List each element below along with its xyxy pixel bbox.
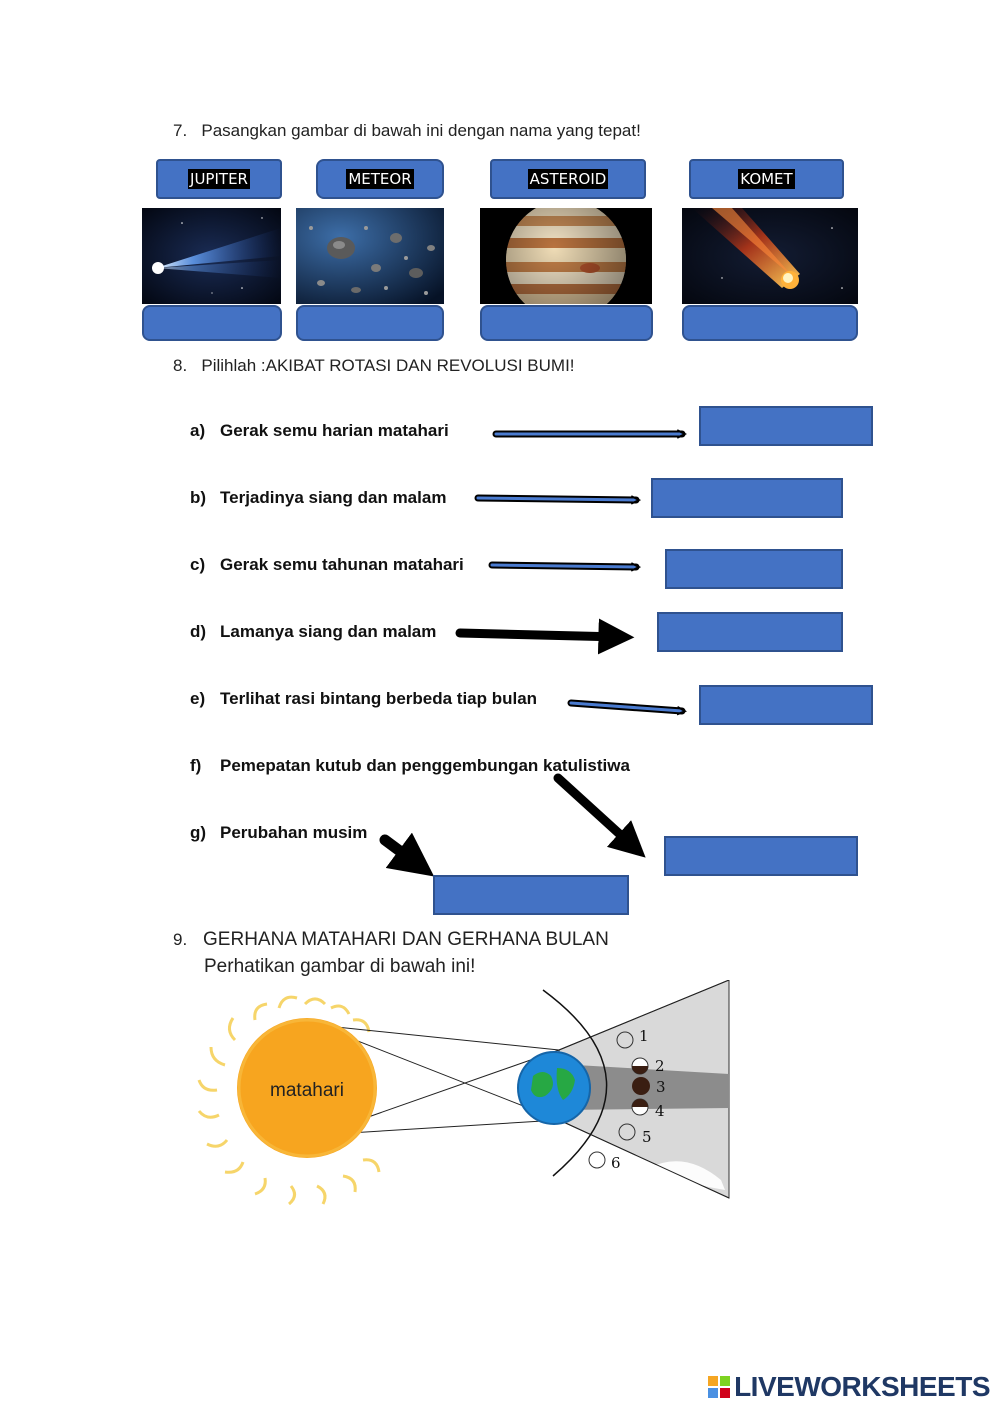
moon-positions — [588, 1031, 650, 1169]
q9-title: GERHANA MATAHARI DAN GERHANA BULAN — [203, 929, 609, 950]
arrow-c — [488, 561, 636, 567]
earth-circle — [517, 1051, 591, 1125]
q8-arrows — [379, 0, 1000, 877]
drop-box-4[interactable] — [682, 305, 858, 341]
q7-heading: 7. Pasangkan gambar di bawah ini dengan … — [173, 121, 641, 141]
eclipse-diagram: matahari 1 2 3 4 5 6 — [197, 980, 730, 1205]
q8-item-letter: e) — [190, 689, 206, 708]
answer-box-c[interactable] — [665, 549, 843, 589]
moon-label-2: 2 — [655, 1057, 665, 1075]
label-jupiter-text: JUPITER — [188, 169, 250, 189]
sun-rays — [197, 995, 381, 1205]
q8-item-a: a) Gerak semu harian matahari — [190, 421, 449, 441]
label-asteroid[interactable]: ASTEROID — [490, 159, 646, 199]
label-meteor[interactable]: METEOR — [316, 159, 444, 199]
q8-item-g: g) Perubahan musim — [190, 823, 367, 843]
drop-box-2[interactable] — [296, 305, 444, 341]
jupiter-illustration — [480, 208, 652, 304]
label-asteroid-text: ASTEROID — [527, 169, 609, 189]
moon-label-5: 5 — [642, 1128, 652, 1146]
q8-heading: 8. Pilihlah :AKIBAT ROTASI DAN REVOLUSI … — [173, 356, 575, 376]
q8-item-text: Pemepatan kutub dan penggembungan katuli… — [220, 756, 630, 775]
moon-3 — [632, 1077, 650, 1095]
moon-label-3: 3 — [656, 1078, 666, 1096]
label-komet[interactable]: KOMET — [689, 159, 844, 199]
sun-circle — [237, 1018, 377, 1158]
q9-number: 9. — [173, 930, 188, 949]
moon-orbit — [542, 989, 608, 1177]
q8-item-text: Terlihat rasi bintang berbeda tiap bulan — [220, 689, 538, 708]
q8-item-b: b) Terjadinya siang dan malam — [190, 488, 446, 508]
comet-illustration — [142, 208, 281, 304]
answer-box-b[interactable] — [651, 478, 843, 518]
q7-number: 7. — [173, 121, 188, 140]
moon-6 — [588, 1151, 606, 1169]
moon-1 — [616, 1031, 634, 1049]
asteroid-field-illustration — [296, 208, 444, 304]
label-komet-text: KOMET — [738, 169, 795, 189]
q8-item-d: d) Lamanya siang dan malam — [190, 622, 436, 642]
moon-label-4: 4 — [655, 1102, 665, 1120]
arrow-g — [379, 832, 435, 877]
moon-label-6: 6 — [611, 1154, 621, 1172]
arrow-e — [567, 699, 682, 711]
moon-label-1: 1 — [639, 1027, 649, 1045]
answer-box-f[interactable] — [664, 836, 858, 876]
q8-item-letter: b) — [190, 488, 207, 507]
answer-box-d[interactable] — [657, 612, 843, 652]
label-jupiter[interactable]: JUPITER — [156, 159, 282, 199]
q8-item-text: Gerak semu harian matahari — [220, 421, 449, 440]
jupiter-image — [480, 208, 652, 304]
logo-icon — [708, 1376, 731, 1398]
arrow-d — [455, 618, 635, 655]
q8-item-letter: c) — [190, 555, 206, 574]
label-meteor-text: METEOR — [346, 169, 414, 189]
arrow-b — [474, 494, 636, 500]
answer-box-e[interactable] — [699, 685, 873, 725]
q8-number: 8. — [173, 356, 188, 375]
meteor-illustration — [682, 208, 858, 304]
answer-box-g[interactable] — [433, 875, 629, 915]
q8-text: Pilihlah :AKIBAT ROTASI DAN REVOLUSI BUM… — [201, 356, 575, 375]
sun-label: matahari — [270, 1080, 344, 1101]
moon-5 — [618, 1123, 636, 1141]
drop-box-3[interactable] — [480, 305, 653, 341]
q8-item-letter: a) — [190, 421, 206, 440]
q9-heading: 9. GERHANA MATAHARI DAN GERHANA BULAN — [173, 929, 609, 951]
asteroid-image — [296, 208, 444, 304]
liveworksheets-logo: LIVEWORKSHEETS — [708, 1371, 990, 1403]
logo-text: LIVEWORKSHEETS — [734, 1371, 990, 1402]
q9-subtitle: Perhatikan gambar di bawah ini! — [204, 956, 476, 977]
q8-item-letter: g) — [190, 823, 207, 842]
q8-item-c: c) Gerak semu tahunan matahari — [190, 555, 464, 575]
q8-item-text: Perubahan musim — [220, 823, 368, 842]
q7-text: Pasangkan gambar di bawah ini dengan nam… — [201, 121, 641, 140]
q8-item-text: Gerak semu tahunan matahari — [220, 555, 464, 574]
q8-item-f: f) Pemepatan kutub dan penggembungan katu… — [190, 756, 630, 776]
q8-item-letter: f) — [190, 756, 202, 775]
meteor-image — [682, 208, 858, 304]
arrow-f — [553, 773, 646, 858]
comet-image — [142, 208, 281, 304]
q8-item-letter: d) — [190, 622, 207, 641]
drop-box-1[interactable] — [142, 305, 282, 341]
q8-item-text: Terjadinya siang dan malam — [220, 488, 447, 507]
answer-box-a[interactable] — [699, 406, 873, 446]
q8-item-e: e) Terlihat rasi bintang berbeda tiap bul… — [190, 689, 537, 709]
q8-item-text: Lamanya siang dan malam — [220, 622, 437, 641]
